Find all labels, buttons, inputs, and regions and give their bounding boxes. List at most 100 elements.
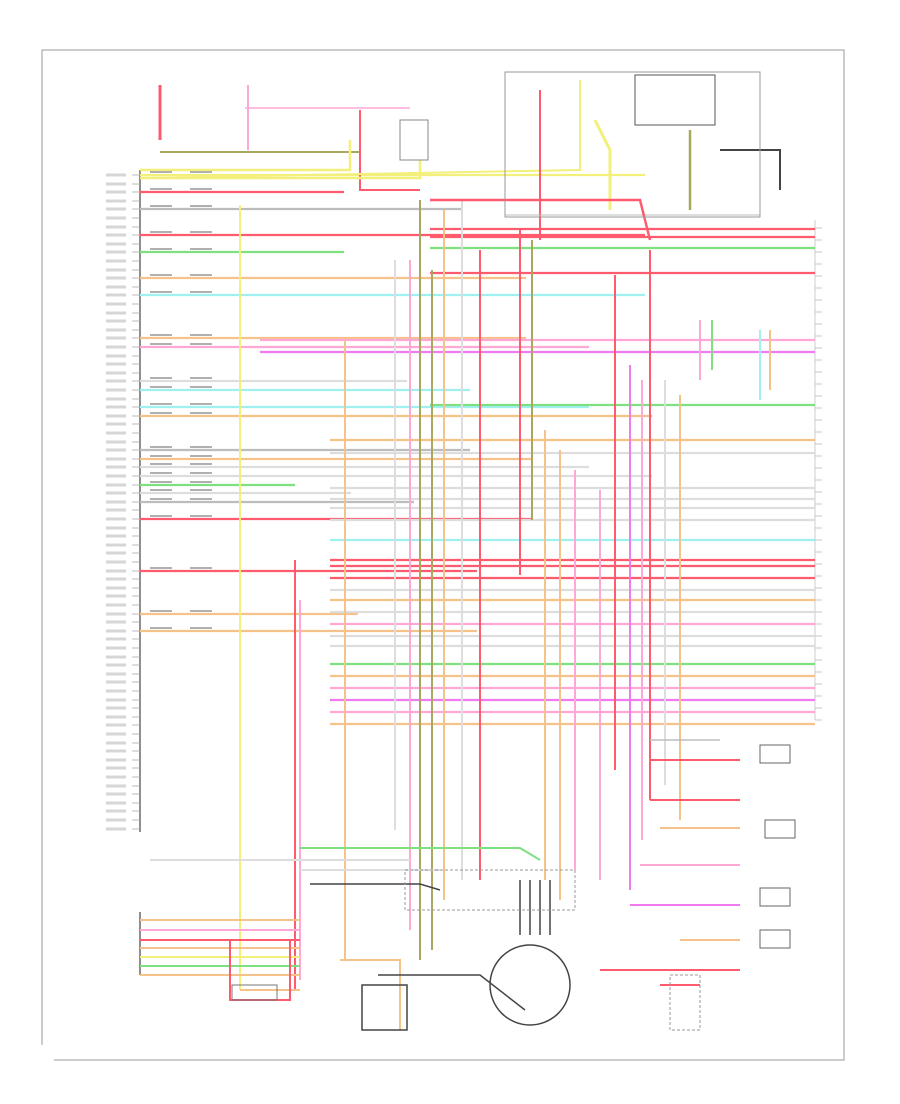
wire-label-mark xyxy=(150,446,172,448)
supply-wire xyxy=(140,160,422,180)
module-outline xyxy=(404,869,576,911)
pin-label-mark xyxy=(106,723,126,727)
wire-label-mark xyxy=(150,403,172,405)
pin-label-mark xyxy=(106,758,126,762)
pin-label-mark xyxy=(106,491,126,495)
pin-label-mark xyxy=(106,749,126,753)
pin-label-mark xyxy=(106,827,126,831)
wire-label-mark xyxy=(150,515,172,517)
pin-label-mark xyxy=(106,431,126,435)
wire-label-mark xyxy=(190,515,212,517)
switch-body xyxy=(399,119,429,161)
pin-label-mark xyxy=(106,569,126,573)
ground-wire xyxy=(720,149,781,190)
pin-label-mark xyxy=(106,586,126,590)
pin-label-mark xyxy=(106,551,126,555)
pin-label-mark xyxy=(106,612,126,616)
pin-label-mark xyxy=(106,259,126,263)
supply-wire xyxy=(593,119,612,210)
pin-label-mark xyxy=(106,809,126,813)
wire-label-mark xyxy=(190,472,212,474)
wire-label-mark xyxy=(190,231,212,233)
pin-label-mark xyxy=(106,732,126,736)
feed-wire xyxy=(300,847,541,861)
pin-label-mark xyxy=(106,534,126,538)
wire-label-mark xyxy=(190,463,212,465)
wire-label-mark xyxy=(190,274,212,276)
wire-label-mark xyxy=(190,171,212,173)
pin-label-mark xyxy=(106,388,126,392)
pin-label-mark xyxy=(106,336,126,340)
pin-label-mark xyxy=(106,199,126,203)
pin-label-mark xyxy=(106,474,126,478)
pin-label-mark xyxy=(106,508,126,512)
wire-label-mark xyxy=(190,481,212,483)
pin-label-mark xyxy=(106,646,126,650)
pin-label-mark xyxy=(106,672,126,676)
pin-label-mark xyxy=(106,594,126,598)
pin-label-mark xyxy=(106,629,126,633)
pin-label-mark xyxy=(106,801,126,805)
pin-label-mark xyxy=(106,173,126,177)
pin-label-mark xyxy=(106,345,126,349)
sensor-a xyxy=(759,744,791,764)
pin-label-mark xyxy=(106,276,126,280)
pin-label-mark xyxy=(106,233,126,237)
solenoid-outline xyxy=(669,974,701,1031)
supply-wire xyxy=(430,198,652,241)
supply-wire xyxy=(139,80,581,179)
distributor-cap xyxy=(489,944,571,1026)
pin-label-mark xyxy=(106,465,126,469)
corner-mask xyxy=(40,1045,54,1061)
pin-label-mark xyxy=(106,293,126,297)
component-layer xyxy=(40,71,796,1061)
wire-label-mark xyxy=(150,412,172,414)
pin-label-mark xyxy=(106,225,126,229)
pin-label-mark xyxy=(106,405,126,409)
pin-label-mark xyxy=(106,311,126,315)
wire-label-mark xyxy=(150,343,172,345)
pin-label-mark xyxy=(106,637,126,641)
pin-label-mark xyxy=(106,319,126,323)
relay-box xyxy=(504,75,760,216)
pin-label-mark xyxy=(106,680,126,684)
label-layer xyxy=(106,171,212,831)
pin-label-mark xyxy=(106,182,126,186)
pin-label-mark xyxy=(106,689,126,693)
wire-label-mark xyxy=(190,567,212,569)
wire-label-mark xyxy=(190,412,212,414)
pin-label-mark xyxy=(106,577,126,581)
wire-layer xyxy=(139,75,815,1030)
relay-wire xyxy=(359,110,420,191)
wire-label-mark xyxy=(150,627,172,629)
pin-label-mark xyxy=(106,457,126,461)
pin-label-mark xyxy=(106,543,126,547)
pin-label-mark xyxy=(106,397,126,401)
relay-box-outline xyxy=(504,71,761,218)
feed-wire xyxy=(378,974,526,1011)
wire-label-mark xyxy=(190,334,212,336)
wire-label-mark xyxy=(190,343,212,345)
pin-label-mark xyxy=(106,190,126,194)
pin-label-mark xyxy=(106,603,126,607)
wire-label-mark xyxy=(190,377,212,379)
wire-label-mark xyxy=(150,171,172,173)
wire-label-mark xyxy=(190,455,212,457)
sensor-d xyxy=(759,929,791,949)
wire-label-mark xyxy=(150,481,172,483)
pin-label-mark xyxy=(106,328,126,332)
pin-label-mark xyxy=(106,242,126,246)
pin-label-mark xyxy=(106,207,126,211)
pin-label-mark xyxy=(106,483,126,487)
outer-border xyxy=(41,49,845,1061)
pin-label-mark xyxy=(106,216,126,220)
pin-label-mark xyxy=(106,354,126,358)
pin-label-mark xyxy=(106,414,126,418)
pin-label-mark xyxy=(106,655,126,659)
feed-wire xyxy=(310,883,441,891)
sensor-c xyxy=(759,887,791,907)
wire-label-mark xyxy=(150,377,172,379)
pin-label-mark xyxy=(106,792,126,796)
pin-label-mark xyxy=(106,560,126,564)
wire-label-mark xyxy=(190,248,212,250)
